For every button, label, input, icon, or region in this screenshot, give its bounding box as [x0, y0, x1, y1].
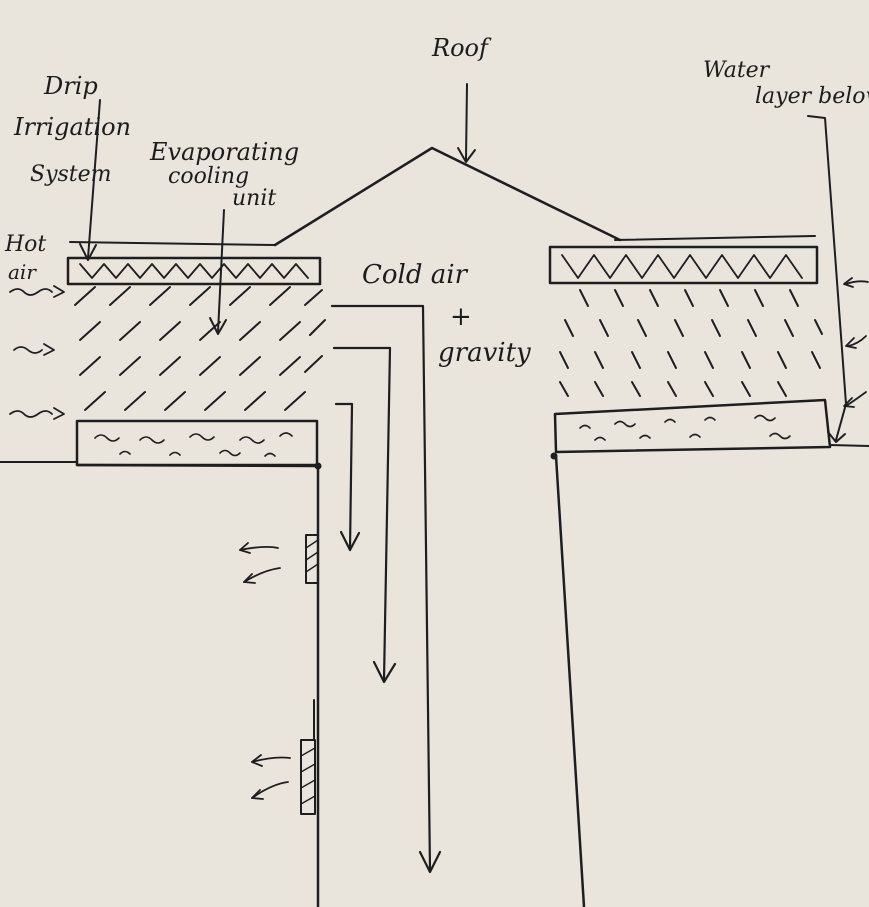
upper-vent — [305, 534, 319, 584]
label-pointer-arrows — [79, 83, 847, 443]
lower-vent-outflow-arrows — [251, 754, 291, 800]
evaporating-label: Evaporating — [150, 138, 300, 166]
wall-corner-dot-left — [314, 462, 322, 470]
wall-corner-dot-right — [550, 452, 558, 460]
right-water-layer — [553, 398, 832, 454]
irrigation-label: Irrigation — [14, 113, 131, 141]
ground-line-right — [829, 444, 869, 447]
gravity-label: gravity — [438, 338, 531, 368]
lower-vent-hatch — [300, 747, 316, 805]
roof-label: Roof — [432, 34, 488, 62]
drip-pointer — [87, 99, 101, 259]
upper-vent-hatch — [305, 539, 319, 573]
hot-label: Hot — [5, 232, 47, 257]
air-label: air — [8, 260, 36, 284]
system-label: System — [30, 162, 112, 187]
right-cooling-pad — [548, 245, 819, 285]
right-hatched-zone — [559, 289, 823, 397]
lower-vent — [300, 739, 316, 815]
right-water-ripples — [579, 414, 791, 441]
left-pad-zigzag — [79, 263, 309, 279]
left-cooling-pad — [66, 256, 322, 286]
right-building-wall — [554, 454, 586, 907]
drip-label: Drip — [44, 72, 98, 100]
left-hatched-zone — [74, 286, 326, 411]
roof-edge-left — [69, 241, 276, 246]
layer-below-label: layer below — [755, 84, 869, 109]
evaporating-unit-pointer — [217, 209, 225, 333]
roof-ridge — [273, 146, 622, 247]
upper-vent-outflow-arrows — [239, 542, 281, 584]
roof-pointer — [465, 83, 468, 161]
left-water-ripples — [94, 432, 293, 457]
plus-label: + — [450, 302, 472, 332]
hot-air-inflow-arrows — [9, 285, 65, 420]
water-label: Water — [703, 58, 770, 83]
cold-air-label: Cold air — [362, 260, 468, 290]
cold-air-duct-arrows — [330, 304, 442, 874]
right-inflow-arrows — [843, 277, 869, 408]
water-layer-pointer — [807, 115, 847, 441]
cooling-label: cooling — [168, 164, 250, 189]
right-pad-zigzag — [561, 254, 803, 279]
roof-edge-right — [614, 235, 816, 241]
unit-label: unit — [232, 186, 277, 211]
